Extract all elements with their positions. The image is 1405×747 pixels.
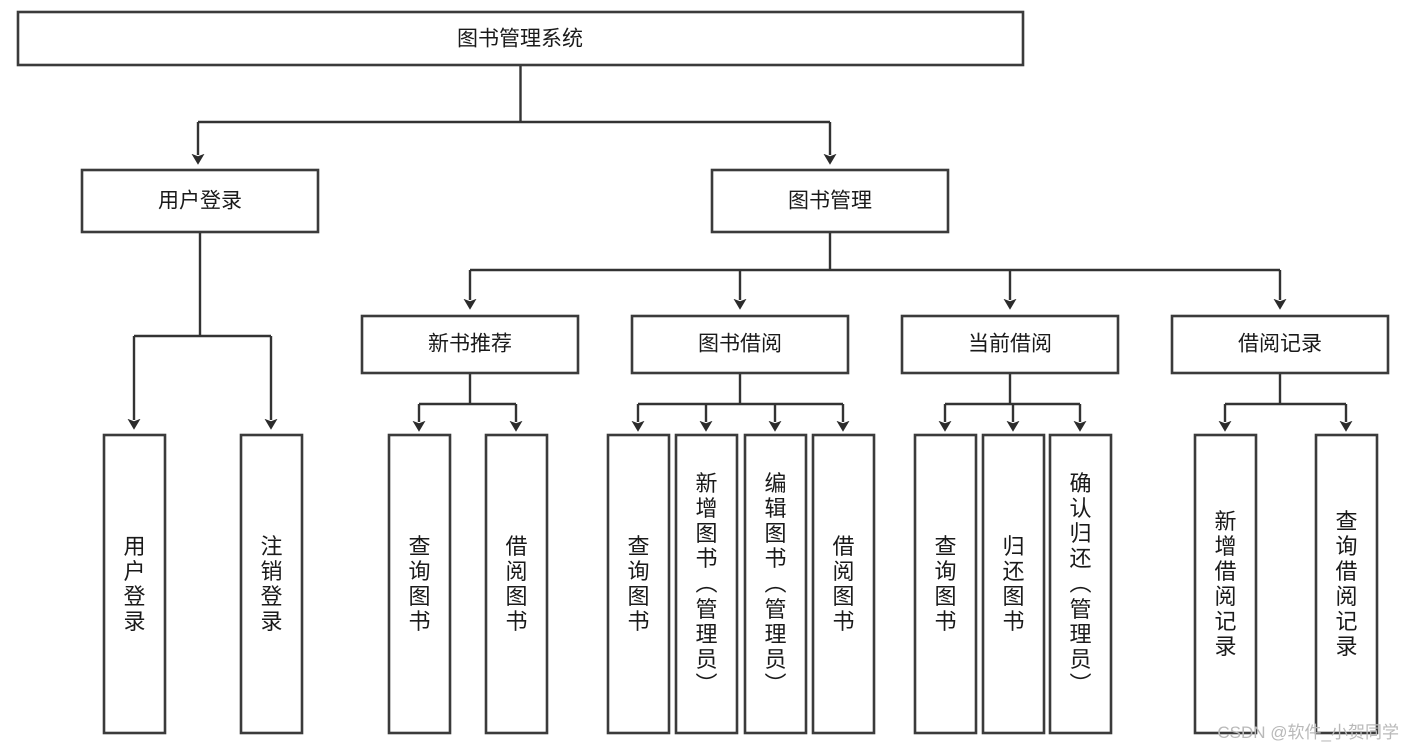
leaf-box-current-borrow-1[interactable]	[981, 433, 1046, 735]
node-book-borrow[interactable]: 图书借阅	[630, 314, 850, 375]
node-root[interactable]: 图书管理系统	[16, 10, 1025, 67]
connector-bookmgmt-to-level3	[463, 232, 1287, 310]
connector-currentborrow-to-leaves	[938, 373, 1087, 432]
node-book-management[interactable]: 图书管理	[710, 168, 950, 234]
node-book-management-label: 图书管理	[788, 190, 872, 213]
node-user-login-label: 用户登录	[158, 190, 242, 213]
node-borrow-record[interactable]: 借阅记录	[1170, 314, 1390, 375]
leaf-box-book-borrow-0[interactable]	[606, 433, 671, 735]
leaf-box-book-borrow-3[interactable]	[811, 433, 876, 735]
node-borrow-record-label: 借阅记录	[1238, 333, 1322, 356]
connector-newbook-to-leaves	[412, 373, 523, 432]
node-current-borrow[interactable]: 当前借阅	[900, 314, 1120, 375]
connector-borrowrecord-to-leaves	[1218, 373, 1353, 432]
leaf-box-book-borrow-2[interactable]	[743, 433, 808, 735]
node-root-label: 图书管理系统	[457, 28, 583, 51]
leaf-box-current-borrow-0[interactable]	[913, 433, 978, 735]
connector-bookborrow-to-leaves	[631, 373, 850, 432]
leaf-box-borrow-record-1[interactable]	[1314, 433, 1379, 735]
node-current-borrow-label: 当前借阅	[968, 333, 1052, 356]
connector-root-to-level2	[191, 65, 837, 165]
node-user-login[interactable]: 用户登录	[80, 168, 320, 234]
connector-userlogin-to-leaves	[127, 232, 278, 430]
leaf-box-book-borrow-1[interactable]	[674, 433, 739, 735]
leaf-box-user-login-1[interactable]	[239, 433, 304, 735]
leaf-box-new-book-0[interactable]	[387, 433, 452, 735]
leaf-box-borrow-record-0[interactable]	[1193, 433, 1258, 735]
leaf-box-current-borrow-2[interactable]	[1048, 433, 1113, 735]
node-new-book-recommend-label: 新书推荐	[428, 333, 512, 356]
leaf-box-new-book-1[interactable]	[484, 433, 549, 735]
node-book-borrow-label: 图书借阅	[698, 333, 782, 356]
node-new-book-recommend[interactable]: 新书推荐	[360, 314, 580, 375]
leaf-box-user-login-0[interactable]	[102, 433, 167, 735]
